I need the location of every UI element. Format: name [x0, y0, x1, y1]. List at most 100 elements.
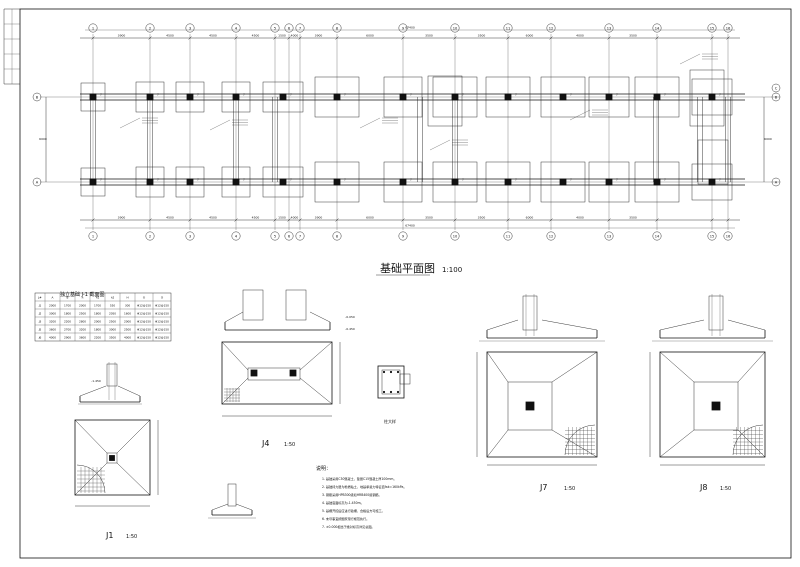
table-cell: 2000	[124, 320, 131, 324]
notes-line-4: 4. 基础底面标高为-1.450m。	[322, 500, 364, 505]
right-row-bubble	[771, 92, 781, 102]
table-cell: 1700	[64, 304, 71, 308]
footing-tag: J	[290, 177, 292, 181]
top-axis-label: 1	[92, 27, 94, 31]
column-section	[279, 178, 287, 186]
column-section	[653, 93, 661, 101]
column-section	[109, 455, 115, 461]
top-axis-bubble	[145, 23, 155, 33]
slope-line	[299, 377, 333, 405]
bottom-axis-label: 14	[655, 235, 660, 239]
top-axis-label: 3	[189, 27, 191, 31]
footing-outline	[588, 161, 630, 203]
top-axis-bubble	[398, 23, 408, 33]
dimension-tick	[401, 218, 405, 222]
table-cell: 2800	[79, 320, 86, 324]
stirrup	[381, 369, 401, 395]
dimension-tick	[148, 36, 152, 40]
table-cell: 550	[110, 304, 116, 308]
footing-tag: J	[157, 177, 159, 181]
column-section	[559, 93, 567, 101]
footing-tag: J	[719, 177, 721, 181]
slope-line	[737, 351, 766, 383]
top-axis-bubble	[295, 23, 305, 33]
right-row-label: C	[775, 87, 778, 91]
bottom-axis-label: 15	[710, 235, 715, 239]
column-section	[451, 178, 459, 186]
footing-tag: J	[515, 177, 517, 181]
footing-outline	[80, 167, 106, 197]
footing-outline	[588, 76, 630, 118]
stair-core-outline	[697, 139, 729, 185]
footing-tag: J	[197, 92, 199, 96]
footing-plan-outline	[74, 419, 151, 496]
leader-line	[209, 119, 231, 131]
bottom-axis-bubble	[295, 231, 305, 241]
column-section	[89, 178, 97, 186]
column-detail	[377, 365, 411, 399]
pedestal-outline	[247, 367, 301, 381]
break-arc	[76, 464, 106, 494]
table-header-cell: h1	[96, 296, 100, 300]
dimension-text: 1500	[278, 216, 286, 220]
notes-line-2: 2. 基础持力层为粉质粘土，地基承载力特征值fak=160kPa。	[322, 484, 407, 489]
left-row-label: A	[36, 181, 39, 185]
column-section	[399, 93, 407, 101]
slope-line	[116, 419, 151, 454]
left-dimension-text: 6000	[39, 137, 47, 141]
bottom-axis-label: 1	[92, 235, 94, 239]
top-axis-bubble	[503, 23, 513, 33]
table-cell: 4000	[49, 336, 56, 340]
footing-outline	[432, 161, 478, 203]
slope-line	[486, 351, 509, 383]
footing-plan-outline	[659, 351, 766, 458]
dimension-tick	[91, 218, 95, 222]
footing-tag: J	[157, 92, 159, 96]
left-row-bubble	[32, 92, 42, 102]
table-cell: 2000	[94, 320, 101, 324]
top-axis-bubble	[332, 23, 342, 33]
column-detail-label: 柱大样	[384, 418, 396, 424]
table-cell: 2700	[64, 328, 71, 332]
overall-dimension-text: 67400	[405, 26, 415, 30]
dimension-text: 3500	[425, 34, 433, 38]
dimension-tick	[401, 36, 405, 40]
dimension-text: 3900	[118, 34, 126, 38]
table-cell: 1800	[94, 312, 101, 316]
notes-line-1: 1. 基础采用C30混凝土，垫层C15混凝土厚100mm。	[322, 476, 396, 481]
dimension-text: 3900	[118, 216, 126, 220]
footing-slope	[224, 311, 244, 323]
dimension-tick	[453, 36, 457, 40]
column-section	[399, 178, 407, 186]
rebar-dot	[389, 370, 393, 374]
table-cell: 3600	[79, 336, 86, 340]
slope-line	[221, 341, 249, 371]
strip-section-detail	[208, 483, 256, 519]
dimension-text: 4000	[576, 216, 584, 220]
column-section	[186, 93, 194, 101]
dimension-tick	[298, 36, 302, 40]
bottom-axis-label: 7	[299, 235, 301, 239]
table-cell: Φ12@150	[155, 312, 169, 316]
dimension-tick	[453, 218, 457, 222]
column-stub	[522, 295, 538, 331]
top-axis-label: 8	[336, 27, 339, 31]
dimension-tick	[549, 36, 553, 40]
dimension-text: 3500	[478, 216, 486, 220]
column-section	[333, 178, 341, 186]
dimension-tick	[710, 36, 714, 40]
table-cell: 2200	[64, 320, 71, 324]
dimension-text: 4500	[209, 34, 217, 38]
column-stub	[285, 289, 307, 321]
table-cell: 2500	[79, 312, 86, 316]
footing-tag: J	[616, 177, 618, 181]
table-cell: 3200	[79, 328, 86, 332]
top-axis-label: 6	[288, 27, 291, 31]
column-section	[708, 93, 716, 101]
top-axis-label: 7	[299, 27, 301, 31]
bottom-axis-bubble	[652, 231, 662, 241]
bottom-axis-bubble	[270, 231, 280, 241]
rebar-dot	[382, 390, 386, 394]
footing-slope	[79, 385, 107, 397]
footing-outline	[432, 76, 478, 118]
